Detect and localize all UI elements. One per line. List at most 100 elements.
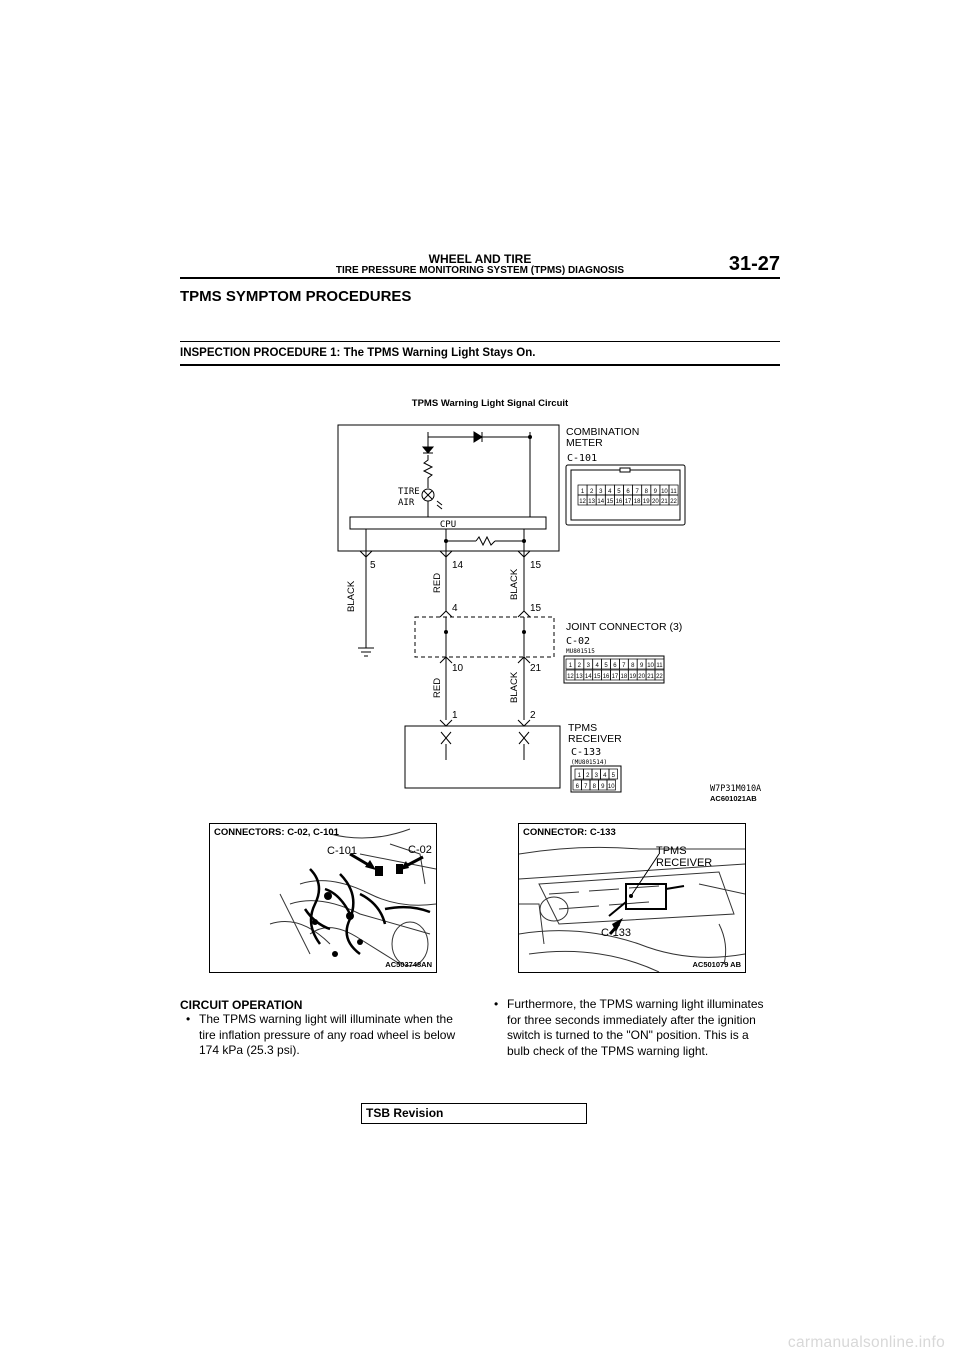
procedure-rule-top (180, 341, 780, 342)
bullet-dot: • (494, 997, 499, 1011)
right-bullet-line: bulb check of the TPMS warning light. (507, 1043, 709, 1058)
c101-pin-number: 9 (654, 489, 658, 495)
photo-right-label: CONNECTOR: C-133 (523, 827, 616, 838)
c133-connector-face (570, 765, 622, 793)
pin-meter-15: 15 (530, 560, 542, 571)
right-bullet-line: Furthermore, the TPMS warning light illu… (507, 997, 764, 1011)
wire-label-black-lower: BLACK (509, 671, 520, 703)
photo-left-label: CONNECTORS: C-02, C-101 (214, 827, 339, 838)
cpu-label: CPU (440, 520, 456, 530)
joint-connector-id: C-02 (566, 636, 590, 647)
c101-pin-number: 7 (635, 489, 639, 495)
c101-pin-number: 1 (581, 489, 585, 495)
c101-pin-number: 16 (616, 499, 623, 505)
pin-joint-4: 4 (452, 603, 458, 614)
c02-pin-number: 18 (621, 674, 628, 680)
c133-pin-cell (608, 768, 618, 780)
circuit-operation-heading: CIRCUIT OPERATION (180, 998, 303, 1012)
right-bullet: • Furthermore, the TPMS warning light il… (494, 997, 794, 1063)
c101-pin-number: 21 (661, 499, 668, 505)
left-bullet-line: 174 kPa (25.3 psi). (199, 1043, 300, 1057)
c02-pin-cell (654, 669, 665, 681)
c101-pin-number: 15 (607, 499, 614, 505)
cpu-block (349, 516, 547, 530)
bullet-dot: • (186, 1012, 191, 1026)
pin-recv-1: 1 (452, 710, 458, 721)
pin-joint-21: 21 (530, 663, 542, 674)
meter-label-1: COMBINATION (566, 426, 639, 438)
c101-pin-number: 4 (608, 489, 612, 495)
wire-label-red-upper: RED (432, 573, 443, 593)
c101-pin-number: 8 (645, 489, 649, 495)
c133-pin-number: 4 (603, 773, 607, 779)
c02-pin-number: 5 (604, 663, 608, 669)
c133-pin-number: 3 (595, 773, 599, 779)
dash-wiring-illustration (269, 828, 436, 967)
diagram-title: TPMS Warning Light Signal Circuit (411, 398, 569, 409)
joint-part-no: MU801515 (566, 648, 595, 655)
c02-pin-number: 14 (585, 674, 592, 680)
c02-pin-number: 20 (638, 674, 645, 680)
receiver-box (404, 725, 561, 789)
c02-pin-cell (654, 658, 665, 670)
procedure-title: INSPECTION PROCEDURE 1: The TPMS Warning… (180, 347, 536, 359)
c02-pin-number: 11 (656, 663, 663, 669)
c133-pin-number: 6 (576, 784, 580, 790)
lamp-label-air: AIR (398, 498, 415, 508)
c133-pin-number: 7 (584, 784, 588, 790)
joint-label: JOINT CONNECTOR (3) (566, 621, 682, 633)
c02-pin-number: 17 (612, 674, 619, 680)
photo-connectors-c02-c101: CONNECTORS: C-02, C-101 C-101 C-02 AC503… (209, 823, 437, 973)
c02-pin-number: 3 (587, 663, 591, 669)
callout-c101: C-101 (327, 845, 357, 857)
diagram-code-1: W7P31M010A (710, 784, 761, 794)
diagram-code-2: AC601021AB (710, 794, 757, 803)
wire-label-black-upper: BLACK (509, 568, 520, 600)
circuit-diagram: TIRE AIR CPU 5 14 15 4 15 10 21 1 2 BLAC… (337, 424, 761, 803)
diode-symbol (473, 431, 483, 443)
right-bullet-line: for three seconds immediately after the … (507, 1012, 756, 1027)
receiver-part-no: (MU801514) (571, 759, 607, 766)
c101-pin-number: 13 (588, 499, 595, 505)
c101-pin-cell (668, 494, 679, 506)
left-bullet-line: tire inflation pressure of any road whee… (199, 1027, 456, 1042)
c02-pin-number: 15 (594, 674, 601, 680)
c02-pin-number: 9 (640, 663, 644, 669)
c02-pin-number: 16 (603, 674, 610, 680)
chapter-title: WHEEL AND TIRE (428, 252, 532, 266)
c02-pin-number: 2 (578, 663, 582, 669)
c02-pin-number: 21 (647, 674, 654, 680)
c02-pin-number: 13 (576, 674, 583, 680)
c02-connector-face (563, 655, 665, 684)
c02-pin-number: 12 (567, 674, 574, 680)
tsb-revision-box: TSB Revision (361, 1103, 587, 1124)
meter-label-2: METER (566, 437, 603, 449)
photo-connector-c133: CONNECTOR: C-133 TPMS RECEIVER C-133 AC5… (518, 823, 746, 973)
c101-pin-number: 17 (625, 499, 632, 505)
c133-pin-number: 9 (601, 784, 605, 790)
section-title: TPMS SYMPTOM PROCEDURES (180, 288, 412, 305)
photo-left-code: AC503748AN (385, 960, 432, 969)
c02-pin-number: 10 (647, 663, 654, 669)
joint-connector-box (414, 616, 555, 658)
page-number: 31-27 (728, 253, 780, 275)
pin-joint-15: 15 (530, 603, 542, 614)
watermark: carmanualsonline.info (787, 1334, 945, 1351)
wire-label-red-lower: RED (432, 678, 443, 698)
c101-pin-number: 6 (626, 489, 630, 495)
procedure-rule-bottom (180, 364, 780, 366)
c133-pin-number: 10 (608, 784, 615, 790)
callout-c133: C-133 (601, 927, 631, 939)
receiver-connector-id: C-133 (571, 747, 601, 758)
c02-pin-number: 22 (656, 674, 663, 680)
c133-pin-number: 1 (578, 773, 582, 779)
c101-pin-number: 12 (579, 499, 586, 505)
c101-pin-number: 11 (670, 489, 677, 495)
c02-pin-number: 7 (622, 663, 626, 669)
c101-pin-number: 5 (617, 489, 621, 495)
pin-recv-2: 2 (530, 710, 536, 721)
c02-pin-number: 6 (613, 663, 617, 669)
meter-box (337, 424, 560, 552)
c101-connector-face (565, 464, 686, 526)
left-bullet: • The TPMS warning light will illuminate… (186, 1012, 486, 1062)
